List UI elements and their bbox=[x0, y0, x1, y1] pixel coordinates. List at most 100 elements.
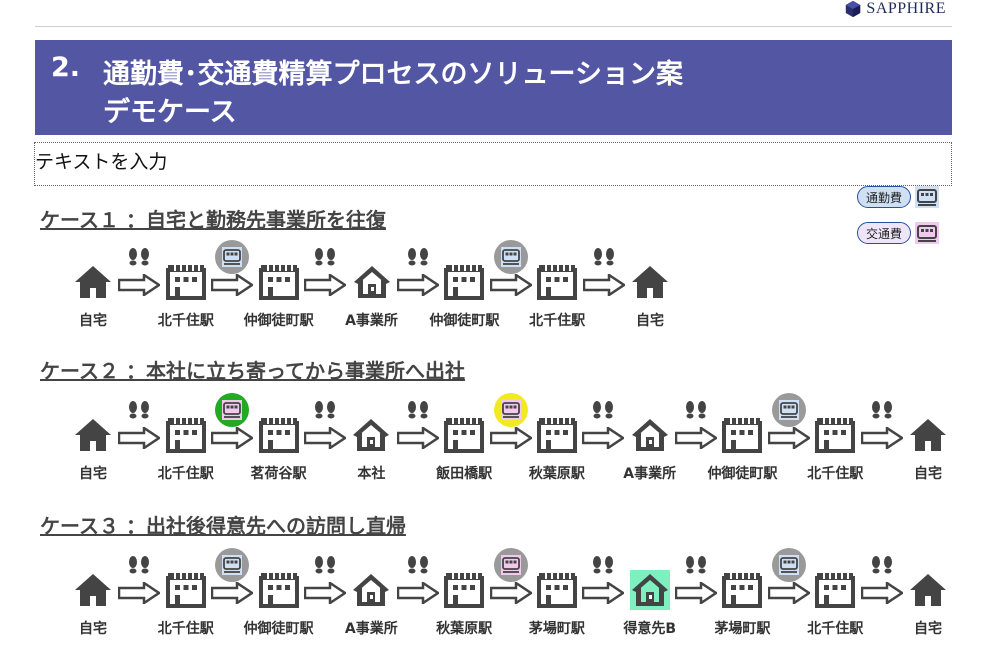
footsteps-icon bbox=[591, 248, 617, 266]
office-icon bbox=[351, 570, 391, 610]
stop-label: 秋葉原駅 bbox=[436, 621, 493, 637]
station-icon bbox=[444, 262, 485, 302]
stop-label: 北千住駅 bbox=[807, 466, 864, 482]
stop-label: 自宅 bbox=[79, 621, 107, 637]
office-icon bbox=[351, 415, 391, 455]
arrow-right-icon bbox=[210, 580, 255, 606]
travel-train-icon[interactable] bbox=[492, 546, 530, 584]
commute-train-icon[interactable] bbox=[770, 546, 808, 584]
stop-label: 茅場町駅 bbox=[528, 621, 585, 637]
arrow-right-icon bbox=[860, 580, 904, 606]
arrow-right-icon bbox=[582, 272, 626, 298]
stop-label: 仲御徒町駅 bbox=[429, 313, 500, 329]
stop-label: A事業所 bbox=[623, 466, 677, 482]
station-icon bbox=[815, 415, 856, 455]
station-icon bbox=[258, 262, 299, 302]
travel-train-icon[interactable] bbox=[213, 391, 251, 429]
station-icon bbox=[722, 570, 763, 610]
arrow-right-icon bbox=[303, 580, 348, 606]
arrow-right-icon bbox=[674, 580, 719, 606]
office-icon bbox=[630, 415, 670, 455]
arrow-right-icon bbox=[489, 580, 533, 606]
stop-label: 北千住駅 bbox=[807, 621, 864, 637]
arrow-right-icon bbox=[396, 580, 440, 606]
arrow-right-icon bbox=[860, 425, 904, 451]
house-icon bbox=[630, 262, 670, 302]
case-3-heading: ケース３ ：出社後得意先への訪問し直帰 bbox=[40, 514, 406, 538]
stop-label: 北千住駅 bbox=[157, 621, 214, 637]
stop-label: 北千住駅 bbox=[157, 466, 214, 482]
station-icon bbox=[444, 570, 485, 610]
station-icon bbox=[536, 570, 577, 610]
footsteps-icon bbox=[312, 556, 338, 574]
stop-label: 茅場町駅 bbox=[714, 621, 771, 637]
travel-train-icon[interactable] bbox=[492, 391, 530, 429]
text-placeholder-box[interactable]: テキストを入力 bbox=[34, 142, 952, 186]
stop-label: 自宅 bbox=[79, 313, 107, 329]
arrow-right-icon bbox=[489, 272, 534, 298]
arrow-right-icon bbox=[674, 425, 719, 451]
house-icon bbox=[73, 415, 113, 455]
commute-train-icon[interactable] bbox=[213, 546, 251, 584]
station-icon bbox=[165, 570, 206, 610]
house-icon bbox=[908, 570, 948, 610]
arrow-right-icon bbox=[489, 425, 533, 451]
arrow-right-icon bbox=[582, 425, 626, 451]
stop-label: 自宅 bbox=[636, 313, 664, 329]
stop-label: 自宅 bbox=[79, 466, 107, 482]
stop-label: 仲御徒町駅 bbox=[243, 621, 314, 637]
footsteps-icon bbox=[590, 401, 616, 419]
stop-label: 得意先B bbox=[623, 621, 676, 637]
text-placeholder: テキストを入力 bbox=[35, 151, 168, 173]
footsteps-icon bbox=[312, 248, 338, 266]
house-icon bbox=[73, 262, 113, 302]
arrow-right-icon bbox=[118, 425, 162, 451]
station-icon bbox=[165, 262, 206, 302]
stop-label: 自宅 bbox=[914, 466, 942, 482]
station-icon bbox=[165, 415, 206, 455]
arrow-right-icon bbox=[303, 272, 348, 298]
station-icon bbox=[258, 415, 299, 455]
train-commute-icon bbox=[915, 186, 939, 208]
footsteps-icon bbox=[126, 401, 152, 419]
train-travel-icon bbox=[915, 222, 939, 244]
station-icon bbox=[444, 415, 485, 455]
stop-label: 本社 bbox=[357, 466, 386, 482]
stop-label: 自宅 bbox=[914, 621, 942, 637]
brand-name: SAPPHIRE bbox=[866, 0, 946, 17]
station-icon bbox=[536, 415, 577, 455]
stop-label: A事業所 bbox=[344, 621, 398, 637]
arrow-right-icon bbox=[210, 425, 255, 451]
stop-label: A事業所 bbox=[345, 313, 398, 329]
stop-label: 飯田橋駅 bbox=[436, 466, 493, 482]
arrow-right-icon bbox=[767, 580, 812, 606]
sapphire-hex-icon bbox=[846, 0, 861, 18]
footsteps-icon bbox=[683, 556, 709, 574]
stop-label: 北千住駅 bbox=[529, 313, 586, 329]
case-3-route: 自宅 北千住駅 仲御徒町駅 A事業所 秋葉原駅 bbox=[0, 548, 986, 650]
house-icon bbox=[73, 570, 113, 610]
commute-train-icon[interactable] bbox=[213, 238, 251, 276]
stop-label: 仲御徒町駅 bbox=[707, 466, 778, 482]
footsteps-icon bbox=[126, 556, 152, 574]
house-icon bbox=[908, 415, 948, 455]
office-icon bbox=[352, 262, 392, 302]
arrow-right-icon bbox=[303, 425, 348, 451]
footsteps-icon bbox=[869, 556, 895, 574]
arrow-right-icon bbox=[582, 580, 626, 606]
commute-train-icon[interactable] bbox=[770, 391, 808, 429]
arrow-right-icon bbox=[211, 272, 255, 298]
case-1-heading: ケース１ ：自宅と勤務先事業所を往復 bbox=[40, 208, 386, 232]
client-icon bbox=[629, 570, 670, 610]
page-subtitle: デモケース bbox=[103, 97, 237, 128]
arrow-right-icon bbox=[118, 580, 162, 606]
footsteps-icon bbox=[683, 401, 709, 419]
footsteps-icon bbox=[126, 248, 152, 266]
legend-commute-label: 通勤費 bbox=[857, 186, 911, 208]
arrow-right-icon bbox=[396, 425, 440, 451]
station-icon bbox=[815, 570, 856, 610]
legend-commute: 通勤費 bbox=[857, 186, 939, 208]
commute-train-icon[interactable] bbox=[492, 238, 530, 276]
page-title: 通勤費･交通費精算プロセスのソリューション案 bbox=[103, 59, 683, 90]
arrow-right-icon bbox=[396, 272, 441, 298]
